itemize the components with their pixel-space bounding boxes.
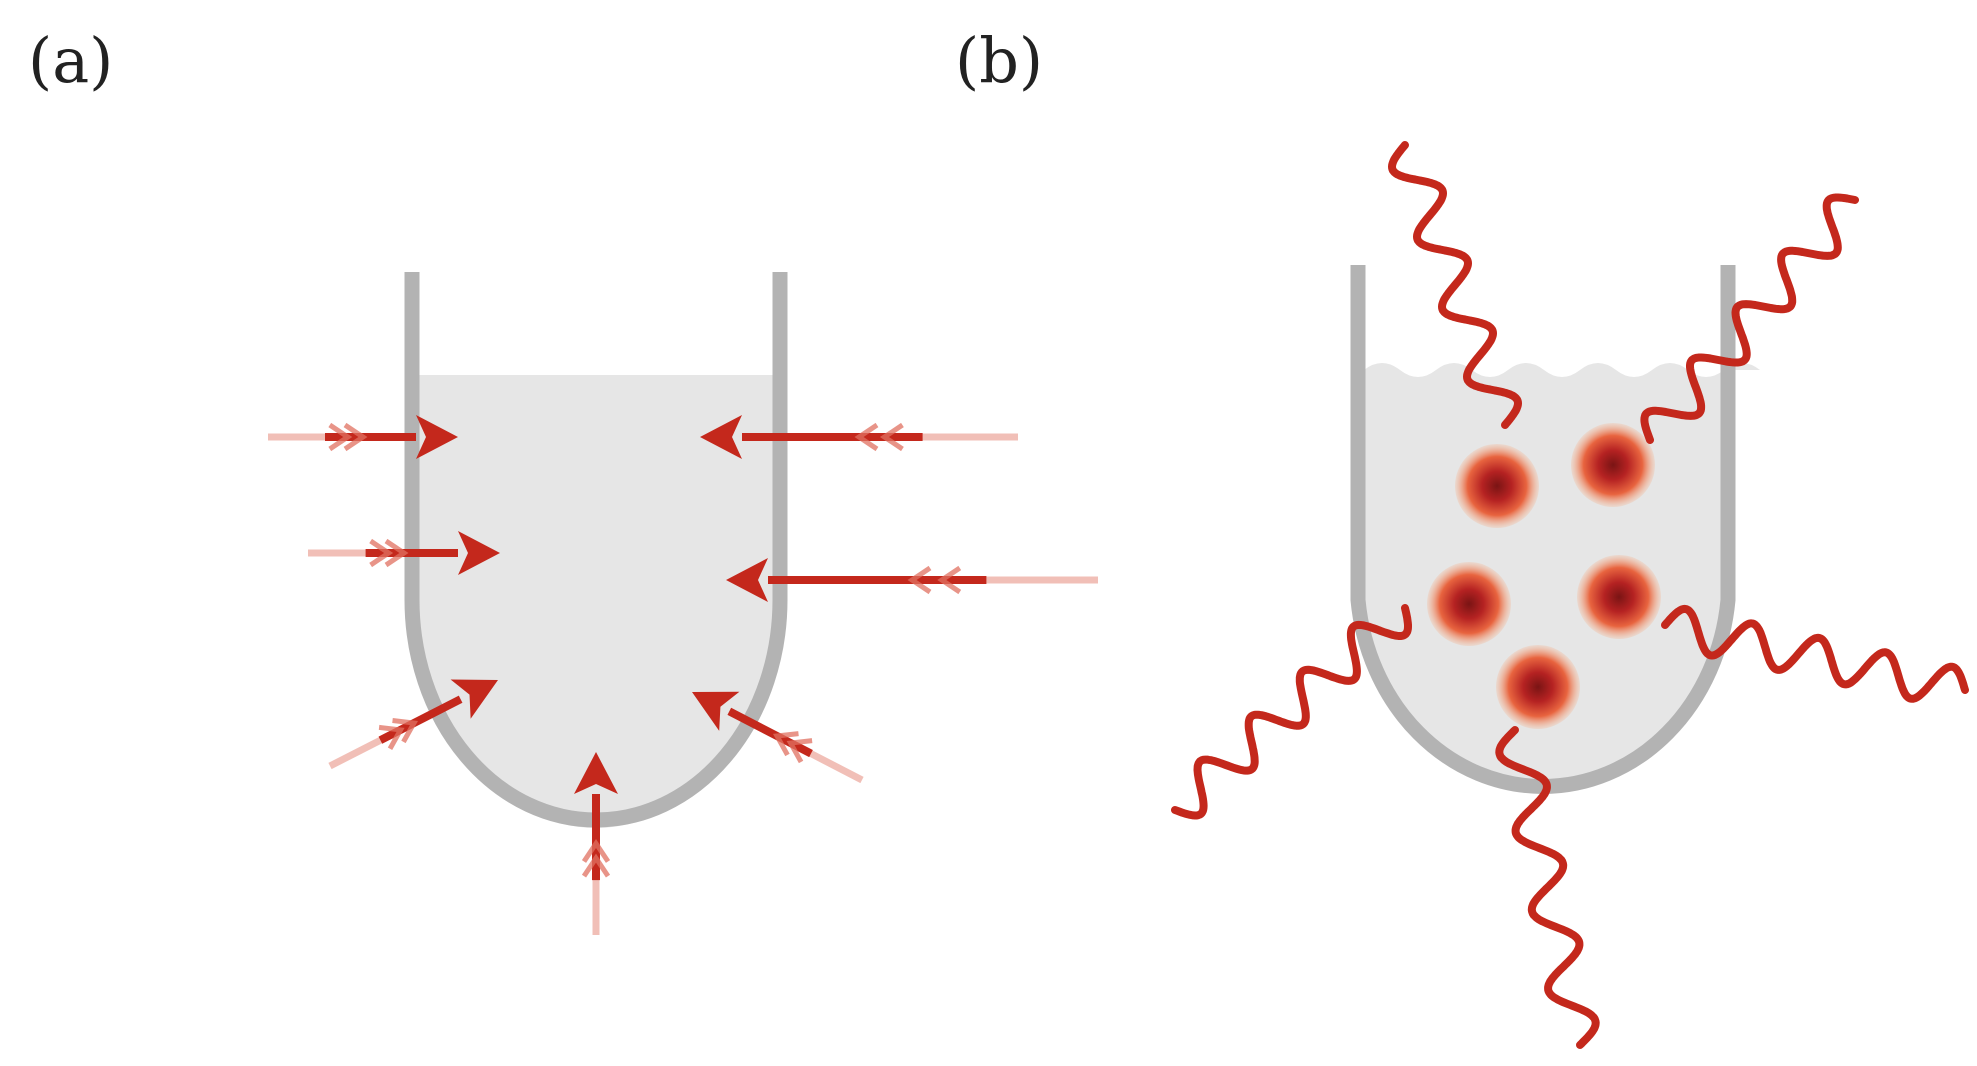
microwave-wave-1 xyxy=(1388,141,1522,429)
panel-label-b: (b) xyxy=(955,24,1043,97)
heat-arrow-5 xyxy=(328,679,498,770)
hotspot-1 xyxy=(1455,444,1539,528)
panel-b-microwave-heating xyxy=(1171,141,1969,1049)
heat-arrow-feather xyxy=(786,738,813,764)
heat-arrow-feather xyxy=(854,422,879,452)
heat-arrow-feather xyxy=(581,838,611,863)
vessel-a-liquid xyxy=(418,375,774,828)
heat-arrow-feather xyxy=(581,853,611,878)
heat-arrow-head xyxy=(450,679,498,719)
microwave-wave-2 xyxy=(1640,193,1859,444)
heat-arrow-1 xyxy=(268,415,458,459)
heat-arrow-feather xyxy=(384,538,409,568)
panel-label-a: (a) xyxy=(28,24,113,97)
heat-arrow-feather xyxy=(343,422,368,452)
heat-arrow-feather xyxy=(907,565,932,595)
microwave-waves xyxy=(1171,141,1969,1049)
heat-arrow-head xyxy=(416,415,458,459)
heat-arrow-head xyxy=(700,415,742,459)
hotspot-5 xyxy=(1496,645,1580,729)
heat-arrow-6 xyxy=(692,691,864,784)
heat-arrow-7 xyxy=(574,752,618,935)
panel-a-conventional-heating xyxy=(268,272,1098,935)
heat-arrow-feather xyxy=(879,422,904,452)
heat-arrows xyxy=(268,415,1098,935)
heat-arrow-head xyxy=(574,752,618,794)
heat-arrow-feather xyxy=(369,538,394,568)
heat-arrow-feather xyxy=(772,731,799,757)
hotspot-3 xyxy=(1427,562,1511,646)
hotspot-4 xyxy=(1577,555,1661,639)
heat-arrow-head xyxy=(726,558,768,602)
heat-arrow-3 xyxy=(308,531,500,575)
microwave-wave-4 xyxy=(1661,604,1969,703)
heat-arrow-head xyxy=(458,531,500,575)
microwave-wave-5 xyxy=(1495,726,1600,1049)
microwave-wave-3 xyxy=(1171,604,1412,820)
heat-arrow-shaft xyxy=(727,707,813,758)
heat-arrow-2 xyxy=(700,415,1018,459)
vessel-b-liquid xyxy=(1364,363,1760,790)
heat-arrow-head xyxy=(692,691,740,731)
heat-arrow-feather xyxy=(378,724,405,750)
heat-arrow-feather xyxy=(392,718,419,744)
heat-arrow-shaft xyxy=(378,695,463,744)
heat-arrow-feather xyxy=(328,422,353,452)
hotspots xyxy=(1427,423,1661,729)
heat-arrow-4 xyxy=(726,558,1098,602)
heat-arrow-feather xyxy=(937,565,962,595)
hotspot-2 xyxy=(1571,423,1655,507)
